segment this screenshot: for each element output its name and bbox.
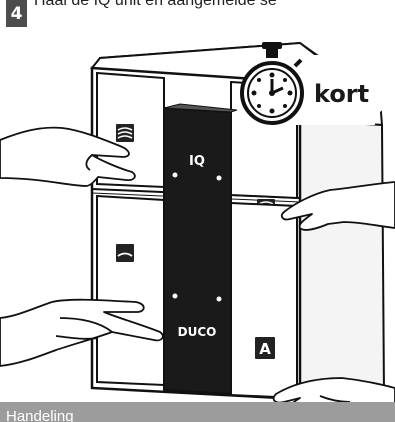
step-number-badge: 4	[6, 0, 27, 27]
center-panel: IQ DUCO	[164, 104, 237, 394]
button-bottom-left[interactable]	[97, 196, 164, 385]
ventilation-high-icon	[116, 124, 134, 142]
center-label-bottom: DUCO	[178, 325, 217, 339]
button-bottom-right[interactable]: A	[231, 203, 297, 398]
footer-text: Handeling	[6, 402, 74, 422]
ventilation-low-icon	[116, 244, 134, 262]
step-caption: Haal de IQ unit en aangemelde se	[34, 0, 277, 10]
timer-label: kort	[314, 80, 369, 108]
center-label-top: IQ	[189, 154, 205, 169]
auto-button-label: A	[259, 340, 271, 358]
auto-button-icon: A	[255, 337, 275, 359]
